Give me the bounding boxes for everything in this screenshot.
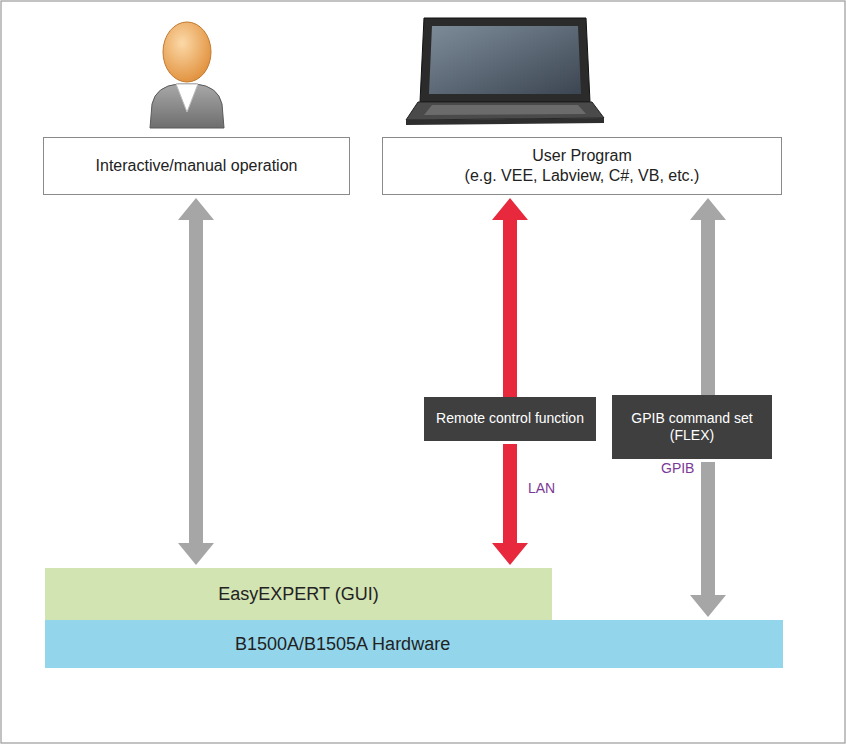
node-text: Remote control function	[434, 410, 586, 428]
node-text: Interactive/manual operation	[54, 156, 339, 176]
arrow-connector	[492, 444, 528, 565]
node-text: (e.g. VEE, Labview, C#, VB, etc.)	[393, 166, 771, 186]
gpib-command-box: GPIB command set (FLEX)	[612, 395, 772, 459]
person-icon	[150, 22, 224, 128]
easyexpert-band: EasyEXPERT (GUI)	[45, 568, 552, 620]
node-text: EasyEXPERT (GUI)	[55, 583, 542, 606]
link-label: LAN	[526, 480, 557, 496]
arrow-connector	[690, 198, 726, 395]
arrow-connector	[492, 198, 528, 397]
link-label: GPIB	[659, 460, 696, 476]
arrow-connector	[178, 198, 214, 565]
arrow-connector	[690, 462, 726, 617]
node-text: GPIB command set (FLEX)	[622, 410, 762, 445]
node-text: User Program	[393, 146, 771, 166]
hardware-band: B1500A/B1505A Hardware	[45, 620, 783, 668]
node-text: B1500A/B1505A Hardware	[235, 633, 775, 656]
remote-control-box: Remote control function	[424, 397, 596, 441]
user-program-box: User Program(e.g. VEE, Labview, C#, VB, …	[382, 137, 782, 195]
laptop-icon	[406, 18, 604, 125]
manual-operation-box: Interactive/manual operation	[43, 137, 350, 195]
